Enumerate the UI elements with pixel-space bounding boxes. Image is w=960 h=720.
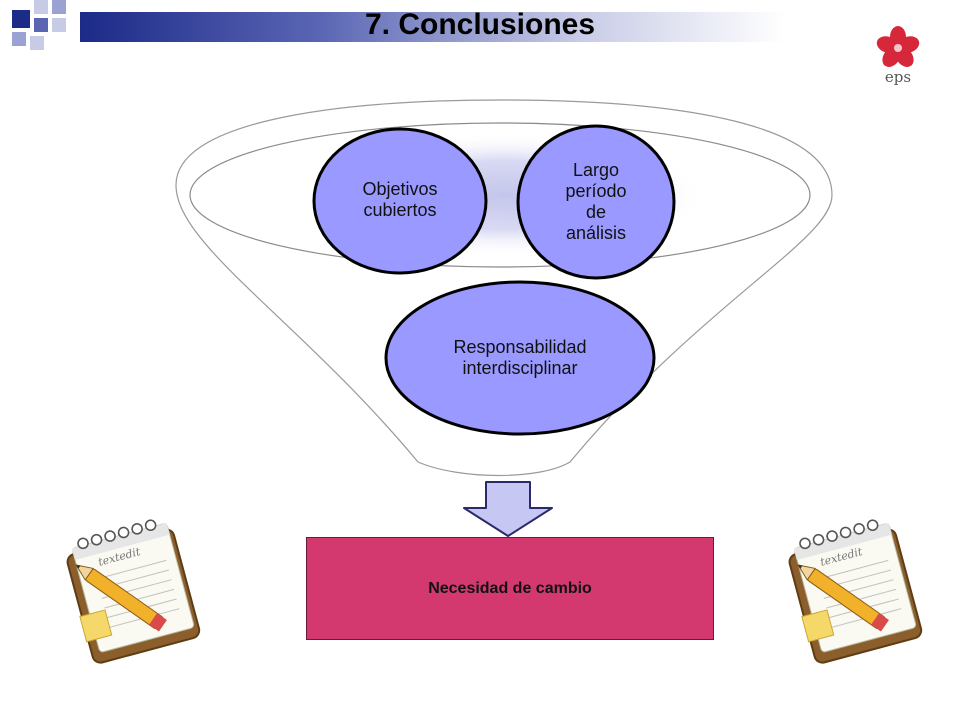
logo: eps bbox=[858, 22, 938, 94]
notepad-pencil-icon: textedit bbox=[762, 508, 932, 668]
page-title: 7. Conclusiones bbox=[364, 8, 596, 41]
label-largo-periodo: Largo período de análisis bbox=[565, 160, 627, 243]
circle-responsabilidad bbox=[384, 280, 656, 436]
flower-icon bbox=[876, 26, 920, 67]
down-arrow bbox=[463, 481, 553, 537]
label-objetivos: Objetivos cubiertos bbox=[362, 179, 438, 220]
corner-squares-decoration bbox=[0, 0, 80, 60]
result-label: Necesidad de cambio bbox=[428, 579, 592, 597]
label-responsabilidad: Responsabilidad interdisciplinar bbox=[453, 337, 587, 378]
logo-text: eps bbox=[884, 68, 912, 86]
notepad-pencil-icon: textedit bbox=[40, 508, 210, 668]
title-bar bbox=[80, 12, 940, 42]
funnel-inner-ring bbox=[189, 122, 811, 268]
result-box: Necesidad de cambio bbox=[306, 537, 714, 640]
circle-largo-periodo bbox=[516, 124, 676, 280]
circle-objetivos bbox=[312, 127, 488, 275]
